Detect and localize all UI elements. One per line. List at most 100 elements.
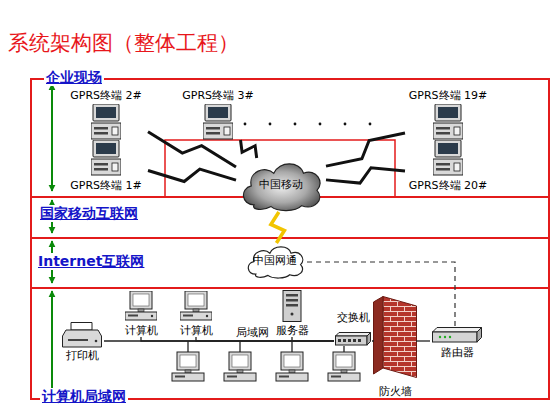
band-heading: 国家移动互联网 xyxy=(38,205,140,222)
dot xyxy=(244,123,247,126)
node-label: 打印机 xyxy=(66,350,99,362)
monitor xyxy=(177,352,199,370)
firewall-icon xyxy=(373,296,417,378)
drive xyxy=(279,376,289,378)
device-node: 服务器 xyxy=(273,290,311,337)
device-node: 路由器 xyxy=(430,327,484,359)
diagram-title: 系统架构图（整体工程） xyxy=(8,31,239,55)
screen xyxy=(180,355,196,367)
lan-cable xyxy=(416,340,430,341)
monitor xyxy=(229,352,251,370)
computer-icon xyxy=(328,352,360,381)
icon-part xyxy=(449,336,451,338)
icon-part xyxy=(436,163,450,166)
icon-part xyxy=(94,132,108,135)
printer-icon xyxy=(62,322,102,348)
node-label: 计算机 xyxy=(180,325,213,337)
drive xyxy=(331,376,341,378)
icon-part xyxy=(94,127,108,130)
icon-part xyxy=(438,107,458,118)
node-label: 服务器 xyxy=(276,325,309,337)
icon-part xyxy=(208,107,228,118)
icon-part xyxy=(436,132,450,135)
dot xyxy=(369,123,372,126)
icon-part xyxy=(286,304,298,307)
icon-part xyxy=(383,297,417,378)
icon-part xyxy=(206,315,208,317)
device-node: 防火墙 xyxy=(374,296,416,398)
icon-part xyxy=(96,107,116,118)
icon-part xyxy=(367,333,371,346)
icon-part xyxy=(180,312,212,320)
terminal-icon xyxy=(203,104,233,140)
terminal-icon xyxy=(91,140,121,176)
wireless-link xyxy=(148,132,236,167)
bus-label: 局域网 xyxy=(236,327,269,339)
drive xyxy=(227,376,237,378)
icon-part xyxy=(95,340,98,343)
wireless-link xyxy=(271,212,285,243)
icon-part xyxy=(358,339,361,342)
node-label: GPRS终端 2# xyxy=(70,90,142,102)
server-icon xyxy=(282,290,302,322)
lan-cable xyxy=(196,337,334,341)
icon-part xyxy=(63,330,102,347)
node-label: GPRS终端 1# xyxy=(70,180,142,192)
icon-part xyxy=(112,127,118,135)
network-cloud: 中国网通 xyxy=(243,243,307,279)
device-node: 交换机 xyxy=(334,312,372,346)
device-node: GPRS终端 2# xyxy=(64,90,148,140)
icon-part xyxy=(130,291,152,309)
icon-part xyxy=(91,159,121,175)
icon-part xyxy=(283,291,301,322)
cloud-outline xyxy=(248,247,302,278)
case xyxy=(328,373,360,381)
icon-part xyxy=(343,339,346,342)
icon-part xyxy=(436,168,450,171)
icon-part xyxy=(435,140,461,157)
icon-part xyxy=(93,140,119,157)
computer-icon xyxy=(224,352,256,381)
lan-wire xyxy=(187,341,188,352)
icon-part xyxy=(128,315,138,317)
lan-wire xyxy=(239,341,240,352)
lan-cable xyxy=(141,337,334,341)
network-link xyxy=(307,262,455,327)
device-node: GPRS终端 3# xyxy=(176,90,260,140)
monitor xyxy=(281,352,303,370)
icon-part xyxy=(348,339,351,342)
computer-icon xyxy=(180,291,212,321)
icon-part xyxy=(133,294,149,306)
level-arrow xyxy=(51,291,53,395)
switch-icon xyxy=(335,332,371,346)
device-node: GPRS终端 20# xyxy=(405,140,491,192)
icon-part xyxy=(206,132,220,135)
icon-part xyxy=(68,339,88,341)
screen xyxy=(284,355,300,367)
lan-cable xyxy=(292,337,334,341)
computer-icon xyxy=(172,352,204,381)
node-label: GPRS终端 20# xyxy=(409,180,488,192)
icon-part xyxy=(71,323,92,331)
node-label: 交换机 xyxy=(337,312,370,324)
terminal-icon xyxy=(433,140,463,176)
icon-part xyxy=(112,163,118,171)
dot xyxy=(269,123,272,126)
monitor xyxy=(333,352,355,370)
band-heading: 企业现场 xyxy=(44,69,104,86)
icon-part xyxy=(183,315,193,317)
dot xyxy=(319,123,322,126)
lan-wire xyxy=(291,341,292,352)
wireless-link xyxy=(326,133,405,166)
icon-part xyxy=(477,328,482,343)
network-band: Internet互联网 中国网通 xyxy=(30,237,550,287)
node-label: 中国网通 xyxy=(253,255,297,267)
icon-part xyxy=(433,123,463,139)
device-node: 计算机 xyxy=(122,291,160,337)
device-node: 打印机 xyxy=(60,322,104,362)
icon-part xyxy=(206,127,220,130)
terminal-icon xyxy=(433,104,463,140)
band-heading: Internet互联网 xyxy=(36,253,146,270)
